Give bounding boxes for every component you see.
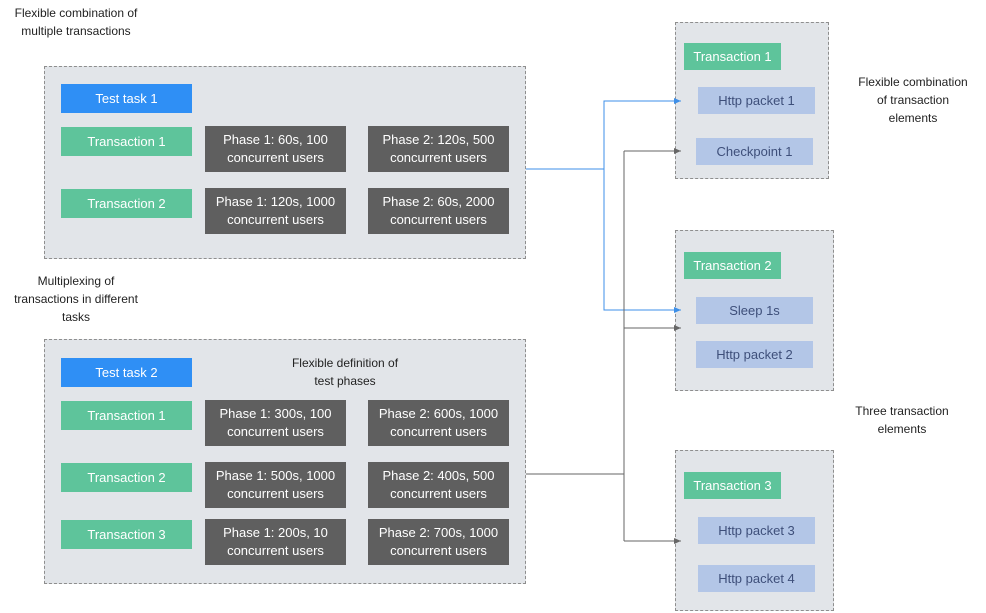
note-three-elements: Three transaction elements: [842, 402, 962, 438]
phase-line: concurrent users: [390, 486, 487, 501]
test-task-1-panel: Test task 1 Transaction 1 Phase 1: 60s, …: [44, 66, 526, 259]
test-task-1-label: Test task 1: [61, 84, 192, 113]
http-packet-3: Http packet 3: [698, 517, 815, 544]
test-task-2-panel: Test task 2 Flexible definition of test …: [44, 339, 526, 584]
http-packet-4: Http packet 4: [698, 565, 815, 592]
transaction-1-label: Transaction 1: [684, 43, 781, 70]
phase-line: concurrent users: [390, 212, 487, 227]
note-multiplexing: Multiplexing of transactions in differen…: [0, 272, 152, 326]
task1-transaction-1: Transaction 1: [61, 127, 192, 156]
phase-line: concurrent users: [227, 486, 324, 501]
http-packet-2: Http packet 2: [696, 341, 813, 368]
checkpoint-1: Checkpoint 1: [696, 138, 813, 165]
task2-transaction-2: Transaction 2: [61, 463, 192, 492]
task2-row1-phase-2: Phase 2: 600s, 1000 concurrent users: [368, 400, 509, 446]
task1-transaction-2: Transaction 2: [61, 189, 192, 218]
phase-line: concurrent users: [390, 424, 487, 439]
phase-line: concurrent users: [227, 212, 324, 227]
task1-row1-phase-1: Phase 1: 60s, 100 concurrent users: [205, 126, 346, 172]
task1-row1-phase-2: Phase 2: 120s, 500 concurrent users: [368, 126, 509, 172]
task2-row2-phase-1: Phase 1: 500s, 1000 concurrent users: [205, 462, 346, 508]
note-line: Three transaction: [855, 404, 949, 418]
phase-line: concurrent users: [390, 150, 487, 165]
phase-line: concurrent users: [227, 150, 324, 165]
note-line: Flexible definition of: [291, 356, 399, 370]
transaction-2-panel: Transaction 2 Sleep 1s Http packet 2: [675, 230, 834, 391]
phase-line: Phase 1: 200s, 10: [223, 525, 328, 540]
phase-line: Phase 2: 700s, 1000: [378, 525, 499, 540]
task2-transaction-1: Transaction 1: [61, 401, 192, 430]
task2-row1-phase-1: Phase 1: 300s, 100 concurrent users: [205, 400, 346, 446]
note-line: elements: [888, 111, 938, 125]
note-flexible-combination-elements: Flexible combination of transaction elem…: [842, 73, 984, 127]
note-line: transactions in different: [14, 292, 138, 306]
phase-line: Phase 2: 60s, 2000: [382, 194, 495, 209]
note-line: tasks: [61, 310, 90, 324]
transaction-1-panel: Transaction 1 Http packet 1 Checkpoint 1: [675, 22, 829, 179]
task2-transaction-3: Transaction 3: [61, 520, 192, 549]
note-line: Flexible combination of: [14, 6, 138, 20]
transaction-2-label: Transaction 2: [684, 252, 781, 279]
task2-links: [526, 148, 681, 544]
note-flexible-phases: Flexible definition of test phases: [265, 354, 425, 390]
sleep-1s: Sleep 1s: [696, 297, 813, 324]
note-line: multiple transactions: [21, 24, 131, 38]
task1-link-to-transaction-2: [603, 169, 681, 313]
http-packet-1: Http packet 1: [698, 87, 815, 114]
transaction-3-panel: Transaction 3 Http packet 3 Http packet …: [675, 450, 834, 611]
phase-line: Phase 2: 120s, 500: [382, 132, 495, 147]
transaction-3-label: Transaction 3: [684, 472, 781, 499]
phase-line: Phase 2: 600s, 1000: [378, 406, 499, 421]
phase-line: Phase 1: 500s, 1000: [215, 468, 336, 483]
task1-row2-phase-1: Phase 1: 120s, 1000 concurrent users: [205, 188, 346, 234]
task1-link-to-transaction-1: [603, 98, 681, 169]
note-line: Flexible combination: [858, 75, 968, 89]
task1-row2-phase-2: Phase 2: 60s, 2000 concurrent users: [368, 188, 509, 234]
note-line: elements: [877, 422, 927, 436]
phase-line: concurrent users: [227, 424, 324, 439]
task2-row3-phase-1: Phase 1: 200s, 10 concurrent users: [205, 519, 346, 565]
task2-row3-phase-2: Phase 2: 700s, 1000 concurrent users: [368, 519, 509, 565]
note-flexible-combination-transactions: Flexible combination of multiple transac…: [0, 4, 152, 40]
phase-line: Phase 1: 120s, 1000: [215, 194, 336, 209]
test-task-2-label: Test task 2: [61, 358, 192, 387]
task1-links: [526, 98, 681, 313]
note-line: test phases: [314, 374, 376, 388]
note-line: of transaction: [876, 93, 950, 107]
task2-row2-phase-2: Phase 2: 400s, 500 concurrent users: [368, 462, 509, 508]
phase-line: Phase 1: 300s, 100: [219, 406, 332, 421]
phase-line: concurrent users: [227, 543, 324, 558]
phase-line: Phase 1: 60s, 100: [223, 132, 328, 147]
phase-line: Phase 2: 400s, 500: [382, 468, 495, 483]
phase-line: concurrent users: [390, 543, 487, 558]
note-line: Multiplexing of: [37, 274, 115, 288]
